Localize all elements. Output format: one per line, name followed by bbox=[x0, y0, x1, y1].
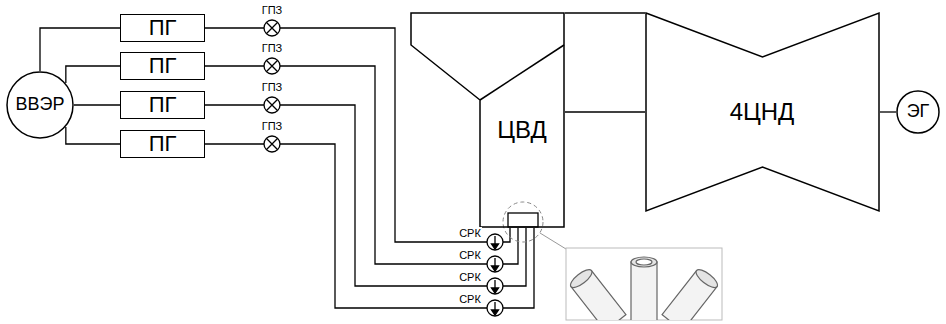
node-label: ПГ bbox=[149, 93, 177, 117]
valve-label: СРК bbox=[458, 249, 482, 262]
node-label: ЭГ bbox=[907, 102, 930, 122]
node-label: ЦВД bbox=[497, 117, 547, 143]
node-label: ПГ bbox=[149, 132, 177, 156]
label-anchor: ГПЗ bbox=[261, 42, 284, 55]
valve-body bbox=[264, 20, 280, 36]
valve-body bbox=[264, 58, 280, 74]
generator-circle: ЭГ bbox=[896, 90, 940, 134]
valve-label: ГПЗ bbox=[261, 81, 284, 94]
pipe-line bbox=[74, 104, 120, 105]
valve-arrow bbox=[492, 288, 499, 293]
pipe-line bbox=[565, 12, 645, 13]
pipe-line bbox=[66, 66, 120, 83]
valve-cross bbox=[266, 60, 277, 71]
pipe-line bbox=[205, 66, 518, 264]
label-anchor: ГПЗ bbox=[261, 120, 284, 133]
pipe-line bbox=[205, 105, 526, 286]
reactor-circle: ВВЭР bbox=[6, 71, 74, 139]
detail-circle bbox=[503, 202, 543, 242]
control-valve bbox=[487, 300, 503, 316]
valve-body bbox=[487, 234, 503, 250]
valve-body bbox=[487, 300, 503, 316]
pipe-line bbox=[205, 144, 534, 308]
nozzle-right bbox=[662, 267, 720, 320]
nozzle-body bbox=[631, 262, 657, 320]
turbine-flow-line bbox=[480, 45, 564, 100]
steam-generator-box: ПГ bbox=[120, 14, 205, 42]
pipe-line bbox=[205, 28, 510, 242]
circle-outline bbox=[897, 91, 939, 133]
node-label: 4ЦНД bbox=[730, 99, 795, 125]
nozzle-mouth bbox=[568, 267, 595, 291]
pipe-line bbox=[66, 127, 120, 144]
nozzle-bore bbox=[636, 259, 652, 265]
steam-generator-box: ПГ bbox=[120, 91, 205, 119]
hp-cylinder: ЦВД bbox=[410, 12, 565, 228]
turbine-outline bbox=[646, 13, 879, 211]
valve-label: СРК bbox=[458, 227, 482, 240]
valve-label: ГПЗ bbox=[261, 4, 284, 17]
pipe-line bbox=[40, 28, 120, 71]
gate-valve bbox=[264, 58, 280, 74]
gate-valve bbox=[264, 97, 280, 113]
pipe-line bbox=[880, 111, 896, 112]
turbine-outline bbox=[411, 13, 564, 227]
label-anchor: СРК bbox=[458, 271, 482, 284]
label-anchor: ГПЗ bbox=[261, 4, 284, 17]
valve-body bbox=[264, 136, 280, 152]
valve-body bbox=[264, 97, 280, 113]
gate-valve bbox=[264, 20, 280, 36]
valve-cross bbox=[266, 22, 277, 33]
valve-label: СРК bbox=[458, 271, 482, 284]
label-anchor: СРК bbox=[458, 293, 482, 306]
valve-label: ГПЗ bbox=[261, 42, 284, 55]
valve-cross bbox=[266, 99, 277, 110]
circle-outline bbox=[7, 72, 73, 138]
control-valve bbox=[487, 256, 503, 272]
nozzle-mouth bbox=[631, 257, 657, 267]
detail-leader bbox=[540, 233, 566, 249]
valve-arrow bbox=[492, 244, 499, 249]
valve-cross bbox=[266, 138, 277, 149]
label-anchor: ГПЗ bbox=[261, 81, 284, 94]
control-valve bbox=[487, 234, 503, 250]
gate-valve bbox=[264, 136, 280, 152]
steam-generator-box: ПГ bbox=[120, 52, 205, 80]
nozzle-illustration bbox=[568, 257, 720, 320]
steam-generator-box: ПГ bbox=[120, 130, 205, 158]
valve-label: СРК bbox=[458, 293, 482, 306]
node-label: ПГ bbox=[149, 54, 177, 78]
nozzle-middle bbox=[631, 257, 657, 320]
node-label: ВВЭР bbox=[16, 95, 65, 115]
pipe-line bbox=[565, 111, 645, 112]
valve-body bbox=[487, 256, 503, 272]
node-label: ПГ bbox=[149, 16, 177, 40]
valve-arrow bbox=[492, 310, 499, 315]
nozzle-left bbox=[568, 267, 626, 320]
valve-body bbox=[487, 278, 503, 294]
label-anchor: СРК bbox=[458, 227, 482, 240]
nozzle-mouth bbox=[693, 267, 720, 291]
lp-cylinder: 4ЦНД bbox=[645, 12, 880, 212]
valve-arrow bbox=[492, 266, 499, 271]
control-valve bbox=[487, 278, 503, 294]
valve-label: ГПЗ bbox=[261, 120, 284, 133]
steam-chamber bbox=[508, 213, 538, 227]
label-anchor: СРК bbox=[458, 249, 482, 262]
